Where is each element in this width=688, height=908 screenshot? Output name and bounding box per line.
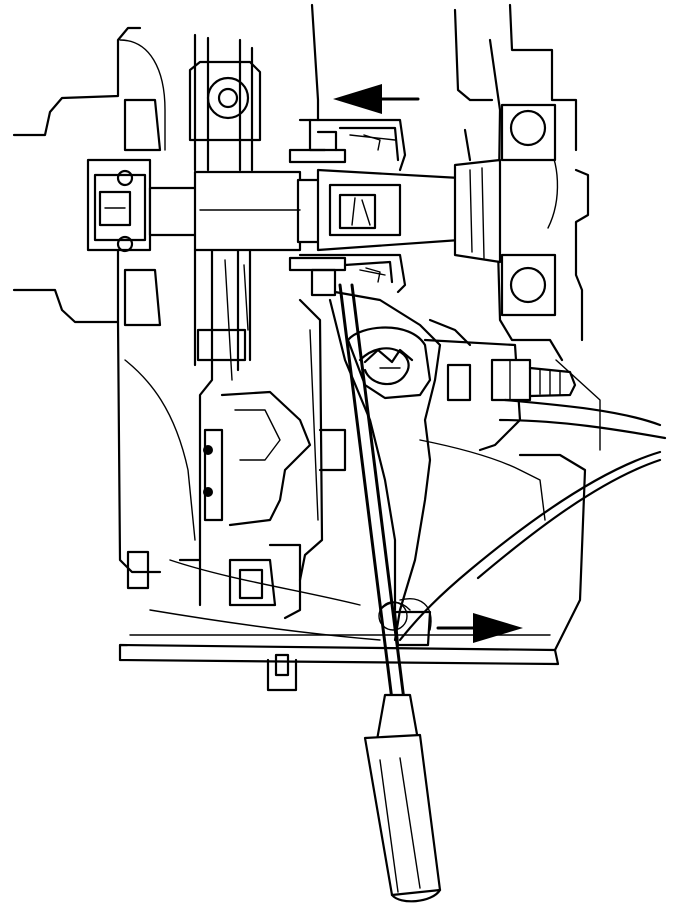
release-fork (328, 290, 442, 647)
adjust-bolt (423, 338, 667, 452)
bearing-assembly (288, 118, 407, 297)
misc-detail-lines (298, 3, 546, 582)
main-shaft (148, 158, 502, 264)
screwdriver-tool (338, 283, 442, 903)
upper-arrow-left-icon (333, 84, 420, 114)
clutch-cable (149, 450, 662, 642)
lower-arrow-right-icon (436, 613, 523, 643)
transmission-housing (12, 3, 601, 692)
gear-stack (188, 33, 312, 620)
